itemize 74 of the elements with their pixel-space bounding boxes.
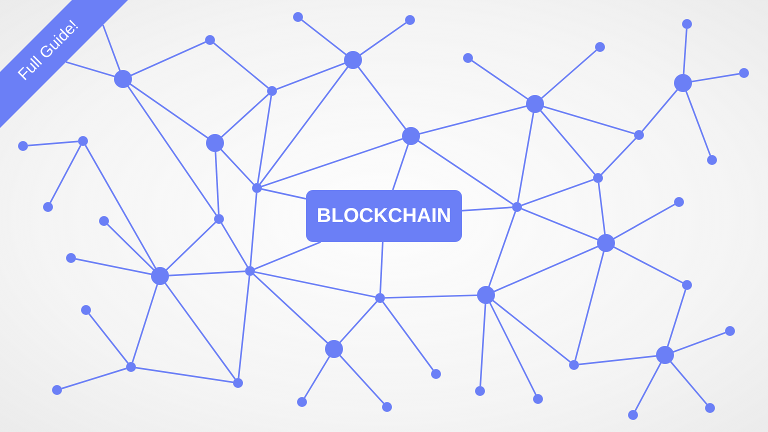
connector-line (254, 271, 376, 298)
connector-line (214, 152, 220, 214)
corner-ribbon (0, 0, 128, 128)
connector-line (256, 96, 272, 184)
label-box (306, 190, 462, 242)
connector-line (130, 41, 206, 76)
connector-line (670, 361, 708, 405)
connector-line (132, 284, 158, 363)
connector-line (492, 300, 571, 363)
connector-line (220, 222, 248, 268)
connector-line (220, 148, 254, 186)
connector-line (102, 24, 121, 72)
box-label: BLOCKCHAIN (316, 206, 452, 226)
connector-line (50, 144, 82, 204)
connector-line (254, 241, 321, 270)
connector-line (682, 28, 688, 74)
connector-line (339, 301, 378, 344)
connector-line (166, 222, 216, 271)
connector-line (600, 138, 636, 176)
connector-line (276, 62, 346, 90)
connector-line (517, 112, 534, 202)
connector-line (259, 66, 348, 185)
connector-line (574, 251, 605, 361)
connector-line (685, 90, 712, 156)
connector-line (250, 192, 258, 266)
connector-line (220, 94, 269, 138)
connector-line (521, 208, 598, 241)
connector-line (261, 138, 404, 188)
connector-line (691, 72, 740, 82)
connector-line (543, 106, 635, 134)
connector-line (88, 313, 129, 364)
connector-line (384, 294, 478, 299)
connector-line (382, 301, 434, 371)
connector-line (360, 22, 407, 56)
connector-line (66, 61, 115, 78)
connector-line (480, 304, 486, 386)
connector-line (262, 188, 306, 200)
connector-line (488, 211, 516, 288)
connector-line (521, 178, 594, 206)
connector-line (127, 86, 217, 216)
connector-line (106, 224, 154, 271)
connector-line (489, 302, 537, 396)
connector-line (392, 144, 409, 190)
connector-line (613, 204, 676, 240)
connector-line (634, 362, 662, 412)
connector-line (252, 274, 328, 344)
connector-line (84, 144, 156, 269)
connector-line (238, 276, 250, 378)
connector-line (598, 182, 606, 235)
connector-line (339, 354, 384, 404)
connector-line (613, 246, 684, 284)
connector-line (578, 355, 657, 366)
connector-line (76, 258, 152, 276)
connector-line (418, 140, 514, 205)
connector-line (136, 366, 234, 384)
connector-line (462, 206, 512, 212)
connector-line (358, 66, 406, 130)
connector-line (164, 282, 236, 380)
connector-line (540, 110, 596, 175)
connector-line (540, 50, 597, 99)
connector-line (472, 60, 528, 100)
connector-line (304, 356, 330, 398)
connector-line (61, 368, 127, 390)
connector-line (494, 246, 598, 292)
connector-line (666, 289, 686, 348)
connector-line (168, 270, 246, 276)
connector-line (641, 89, 678, 132)
connector-line (672, 332, 726, 353)
connector-line (213, 42, 269, 89)
connector-line (130, 83, 208, 139)
connector-line (419, 105, 527, 135)
connector-line (28, 140, 78, 146)
connector-line (379, 242, 384, 294)
connector-line (301, 19, 347, 56)
